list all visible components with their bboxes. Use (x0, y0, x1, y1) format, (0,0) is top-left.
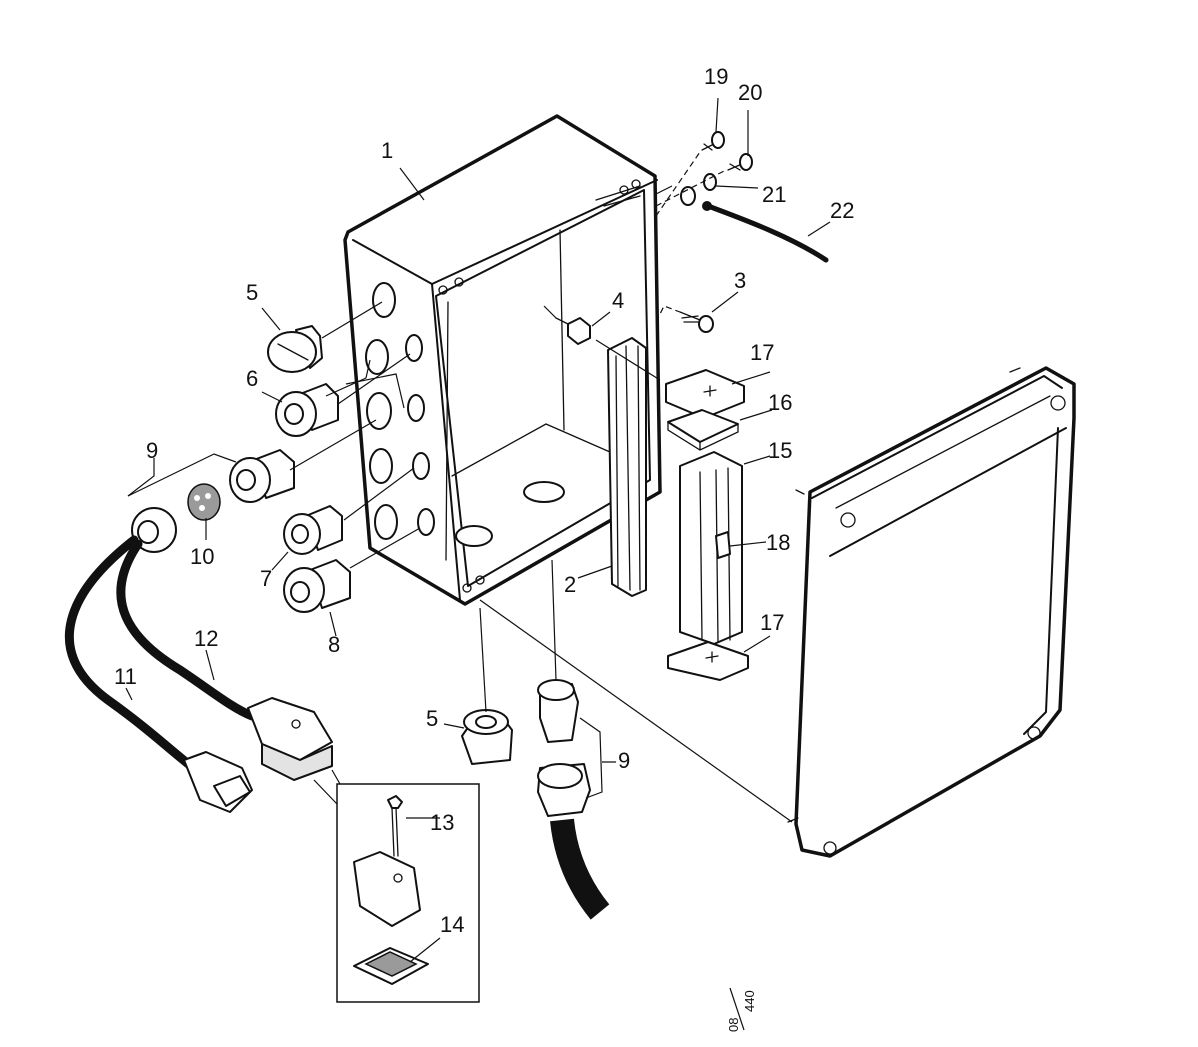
callout-17-bottom: 17 (760, 610, 784, 635)
callout-22: 22 (830, 198, 854, 223)
drawing-reference: 08 440 (726, 987, 757, 1032)
callout-16: 16 (768, 390, 792, 415)
terminal-block (679, 451, 743, 645)
callout-6: 6 (246, 366, 258, 391)
callout-10: 10 (190, 544, 214, 569)
callout-19: 19 (704, 64, 728, 89)
spacer-plate (667, 409, 739, 451)
screw-3 (679, 311, 714, 333)
cable-gland-8 (283, 559, 351, 613)
callout-9-bottom: 9 (618, 748, 630, 773)
drawing-ref-number: 440 (742, 990, 757, 1012)
leader-lines (125, 97, 831, 963)
callout-2: 2 (564, 572, 576, 597)
cable-gland-9-side (229, 449, 295, 503)
cable-11 (64, 535, 253, 813)
callout-labels: 1 2 3 4 5 5 6 7 8 9 9 10 11 12 13 14 15 … (114, 64, 854, 937)
callout-4: 4 (612, 288, 624, 313)
enclosure-box (343, 114, 662, 606)
earth-wire-22 (680, 186, 829, 263)
screw-19 (701, 131, 725, 151)
callout-18: 18 (766, 530, 790, 555)
seal-insert-10 (187, 483, 221, 521)
callout-11: 11 (114, 664, 137, 689)
washer-21 (703, 173, 717, 191)
callout-5-side: 5 (246, 280, 258, 305)
end-clamp-bottom (667, 641, 749, 681)
callout-3: 3 (734, 268, 746, 293)
drawing-ref-sheet: 08 (726, 1018, 741, 1032)
callout-7: 7 (260, 566, 272, 591)
cable-12 (116, 539, 333, 781)
callout-20: 20 (738, 80, 762, 105)
callout-5-bottom: 5 (426, 706, 438, 731)
callout-21: 21 (762, 182, 786, 207)
callout-15: 15 (768, 438, 792, 463)
callout-17-top: 17 (750, 340, 774, 365)
bolt-4 (555, 317, 591, 345)
callout-1: 1 (381, 138, 393, 163)
screw-20 (727, 153, 753, 171)
din-rail (607, 337, 647, 597)
front-cover (787, 366, 1076, 858)
callout-8: 8 (328, 632, 340, 657)
cable-gland-7 (283, 505, 343, 555)
blanking-plug-5-bottom (461, 709, 513, 765)
cable-gland-nut-9 (131, 507, 177, 553)
callout-12: 12 (194, 626, 218, 651)
callout-13: 13 (430, 810, 454, 835)
inset-detail (313, 769, 480, 1003)
callout-14: 14 (440, 912, 464, 937)
cable-gland-6 (275, 383, 339, 437)
cable-gland-9-bottom (537, 679, 610, 920)
end-clamp-top (665, 369, 745, 419)
callout-9-left: 9 (146, 438, 158, 463)
blanking-plug-5-side (267, 325, 323, 373)
